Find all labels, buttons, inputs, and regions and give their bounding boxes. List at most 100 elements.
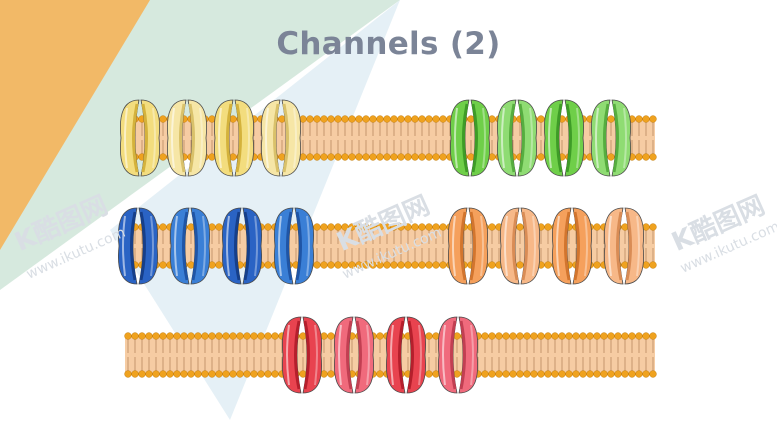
- lipid-head: [341, 115, 349, 123]
- channel-shade: [564, 211, 571, 281]
- channel-protein: [544, 99, 584, 177]
- channel-shade: [286, 211, 293, 281]
- channel-shade: [512, 211, 519, 281]
- lipid-head: [614, 332, 622, 340]
- channel-highlight: [442, 324, 446, 386]
- channel-highlight: [202, 215, 206, 277]
- lipid-head: [439, 223, 447, 231]
- lipid-head: [488, 370, 496, 378]
- channel-shade: [234, 211, 241, 281]
- lipid-head: [124, 370, 132, 378]
- channel-highlight: [124, 107, 128, 169]
- lipid-head: [229, 370, 237, 378]
- lipid-head: [250, 332, 258, 340]
- lipid-head: [439, 261, 447, 269]
- lipid-head: [264, 370, 272, 378]
- channel-shade: [355, 320, 362, 390]
- lipid-head: [215, 370, 223, 378]
- channel-highlight: [254, 215, 258, 277]
- lipid-head: [586, 370, 594, 378]
- lipid-head: [404, 115, 412, 123]
- channel-protein: [438, 316, 478, 394]
- lipid-head: [264, 223, 272, 231]
- channel-protein: [591, 99, 631, 177]
- channel-shade: [471, 103, 478, 173]
- lipid-head: [516, 223, 524, 231]
- channel-shade: [398, 320, 405, 390]
- channel-protein: [552, 207, 592, 285]
- channel-highlight: [293, 107, 297, 169]
- channel-highlight: [122, 215, 126, 277]
- lipid-head: [306, 153, 314, 161]
- lipid-head: [397, 261, 405, 269]
- channel-highlight: [366, 324, 370, 386]
- lipid-head: [586, 332, 594, 340]
- channel-highlight: [418, 324, 422, 386]
- lipid-head: [236, 332, 244, 340]
- lipid-head: [313, 153, 321, 161]
- lipid-head: [593, 261, 601, 269]
- lipid-head: [257, 332, 265, 340]
- lipid-head: [628, 370, 636, 378]
- channel-shade: [509, 103, 516, 173]
- channel-highlight: [556, 215, 560, 277]
- lipid-head: [572, 370, 580, 378]
- lipid-head: [649, 370, 657, 378]
- lipid-head: [509, 370, 517, 378]
- channel-shade: [573, 211, 580, 281]
- lipid-head: [523, 370, 531, 378]
- lipid-head: [327, 261, 335, 269]
- channel-shade: [556, 103, 563, 173]
- lipid-head: [201, 370, 209, 378]
- lipid-head: [425, 370, 433, 378]
- channel-protein: [167, 99, 207, 177]
- lipid-head: [642, 332, 650, 340]
- lipid-head: [544, 332, 552, 340]
- channel-protein: [450, 99, 490, 177]
- channel-highlight: [226, 215, 230, 277]
- lipid-head: [439, 115, 447, 123]
- channel-highlight: [314, 324, 318, 386]
- lipid-head: [509, 332, 517, 340]
- channel-shade: [179, 103, 186, 173]
- lipid-head: [579, 370, 587, 378]
- lipid-head: [152, 370, 160, 378]
- channel-highlight: [504, 215, 508, 277]
- lipid-head: [516, 261, 524, 269]
- channel-shade: [521, 211, 528, 281]
- lipid-head: [383, 115, 391, 123]
- lipid-head: [495, 370, 503, 378]
- channel-group-row1-left: [120, 99, 301, 177]
- channel-protein: [448, 207, 488, 285]
- lipid-head: [376, 115, 384, 123]
- channel-highlight: [152, 107, 156, 169]
- channel-shade: [226, 103, 233, 173]
- lipid-head: [628, 332, 636, 340]
- lipid-head: [593, 332, 601, 340]
- lipid-head: [579, 332, 587, 340]
- lipid-head: [502, 370, 510, 378]
- lipid-head: [271, 332, 279, 340]
- lipid-head: [551, 332, 559, 340]
- lipid-head: [327, 332, 335, 340]
- background-triangle-orange: [0, 0, 150, 250]
- lipid-head: [131, 370, 139, 378]
- channel-shade: [303, 320, 310, 390]
- channel-highlight: [623, 107, 627, 169]
- lipid-head: [159, 223, 167, 231]
- lipid-head: [488, 223, 496, 231]
- lipid-head: [376, 153, 384, 161]
- lipid-head: [481, 370, 489, 378]
- lipid-head: [558, 332, 566, 340]
- lipid-head: [145, 332, 153, 340]
- lipid-head: [180, 332, 188, 340]
- channel-shade: [235, 103, 242, 173]
- channel-highlight: [171, 107, 175, 169]
- channel-shade: [346, 320, 353, 390]
- lipid-head: [495, 332, 503, 340]
- lipid-head: [607, 115, 615, 123]
- lipid-head: [418, 153, 426, 161]
- lipid-head: [481, 332, 489, 340]
- channel-group-row2-right: [448, 207, 644, 285]
